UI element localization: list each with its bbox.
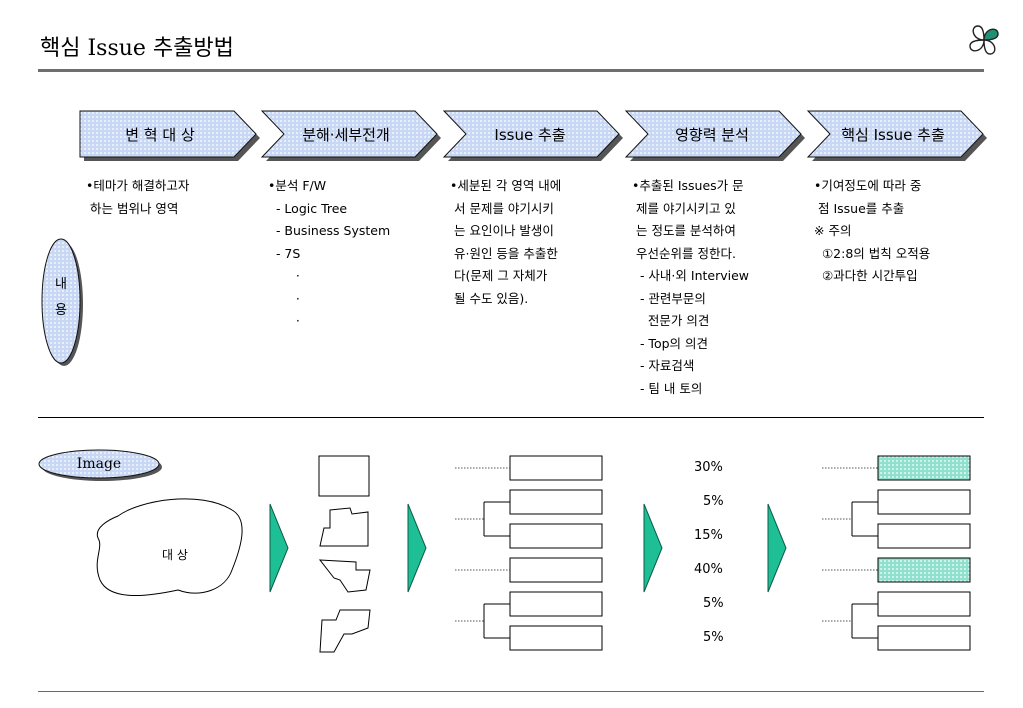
step-2-label: 분해·세부전개 [302,126,390,144]
whole-box [318,455,370,497]
bottom-rule [38,691,984,692]
step-2-chevron: 분해·세부전개 [260,110,441,161]
step-1-chevron: 변 혁 대 상 [79,110,260,161]
step-3-chevron: Issue 추출 [442,110,623,161]
column-5-text: •기여정도에 따라 중 점 Issue를 추출 ※ 주의 ①2:8의 법칙 오적… [814,178,931,283]
step-4-chevron: 영향력 분석 [624,110,805,161]
step-1-label: 변 혁 대 상 [125,126,195,144]
piece-2 [318,559,371,593]
percentage-2: 5% [703,494,724,509]
flow-arrow-4 [767,503,787,593]
target-blob [96,498,243,596]
image-label: Image [76,456,122,472]
percentage-1: 30% [694,460,723,475]
column-4-text: •추출된 Issues가 문 제를 야기시키고 있 는 정도를 분석하여 우선순… [632,178,750,396]
core-issue-tree [851,455,971,651]
column-3-text: •세분된 각 영역 내에 서 문제를 야기시키 는 요인이나 발생이 유·원인 … [450,178,562,306]
percentage-4: 40% [694,562,723,577]
percentage-3: 15% [694,528,723,543]
page-title: 핵심 Issue 추출방법 [40,36,234,61]
content-label: 내 용 [55,277,67,318]
flow-arrow-1 [269,503,289,593]
title-rule [38,69,984,72]
step-3-label: Issue 추출 [494,126,565,144]
issue-tree [483,455,603,651]
flow-arrow-3 [643,503,663,593]
percentage-5: 5% [703,596,724,611]
target-label: 대 상 [162,548,188,562]
section-divider [38,417,984,418]
clover-icon [969,25,999,55]
column-1-text: •테마가 해결하고자 하는 범위나 영역 [86,178,190,216]
piece-1 [319,507,369,547]
decomposition-diagram [96,455,971,653]
percentage-6: 5% [703,630,724,645]
process-chevrons: 변 혁 대 상 분해·세부전개 Issue 추출 영향력 분석 핵심 Issue… [79,110,987,161]
piece-3 [319,609,371,653]
column-2-text: •분석 F/W - Logic Tree - Business System -… [268,178,391,328]
step-5-chevron: 핵심 Issue 추출 [806,110,987,161]
step-4-label: 영향력 분석 [675,126,749,144]
content-oval [41,238,83,366]
step-5-label: 핵심 Issue 추출 [841,126,945,144]
flow-arrow-2 [407,503,427,593]
image-oval [38,449,162,481]
